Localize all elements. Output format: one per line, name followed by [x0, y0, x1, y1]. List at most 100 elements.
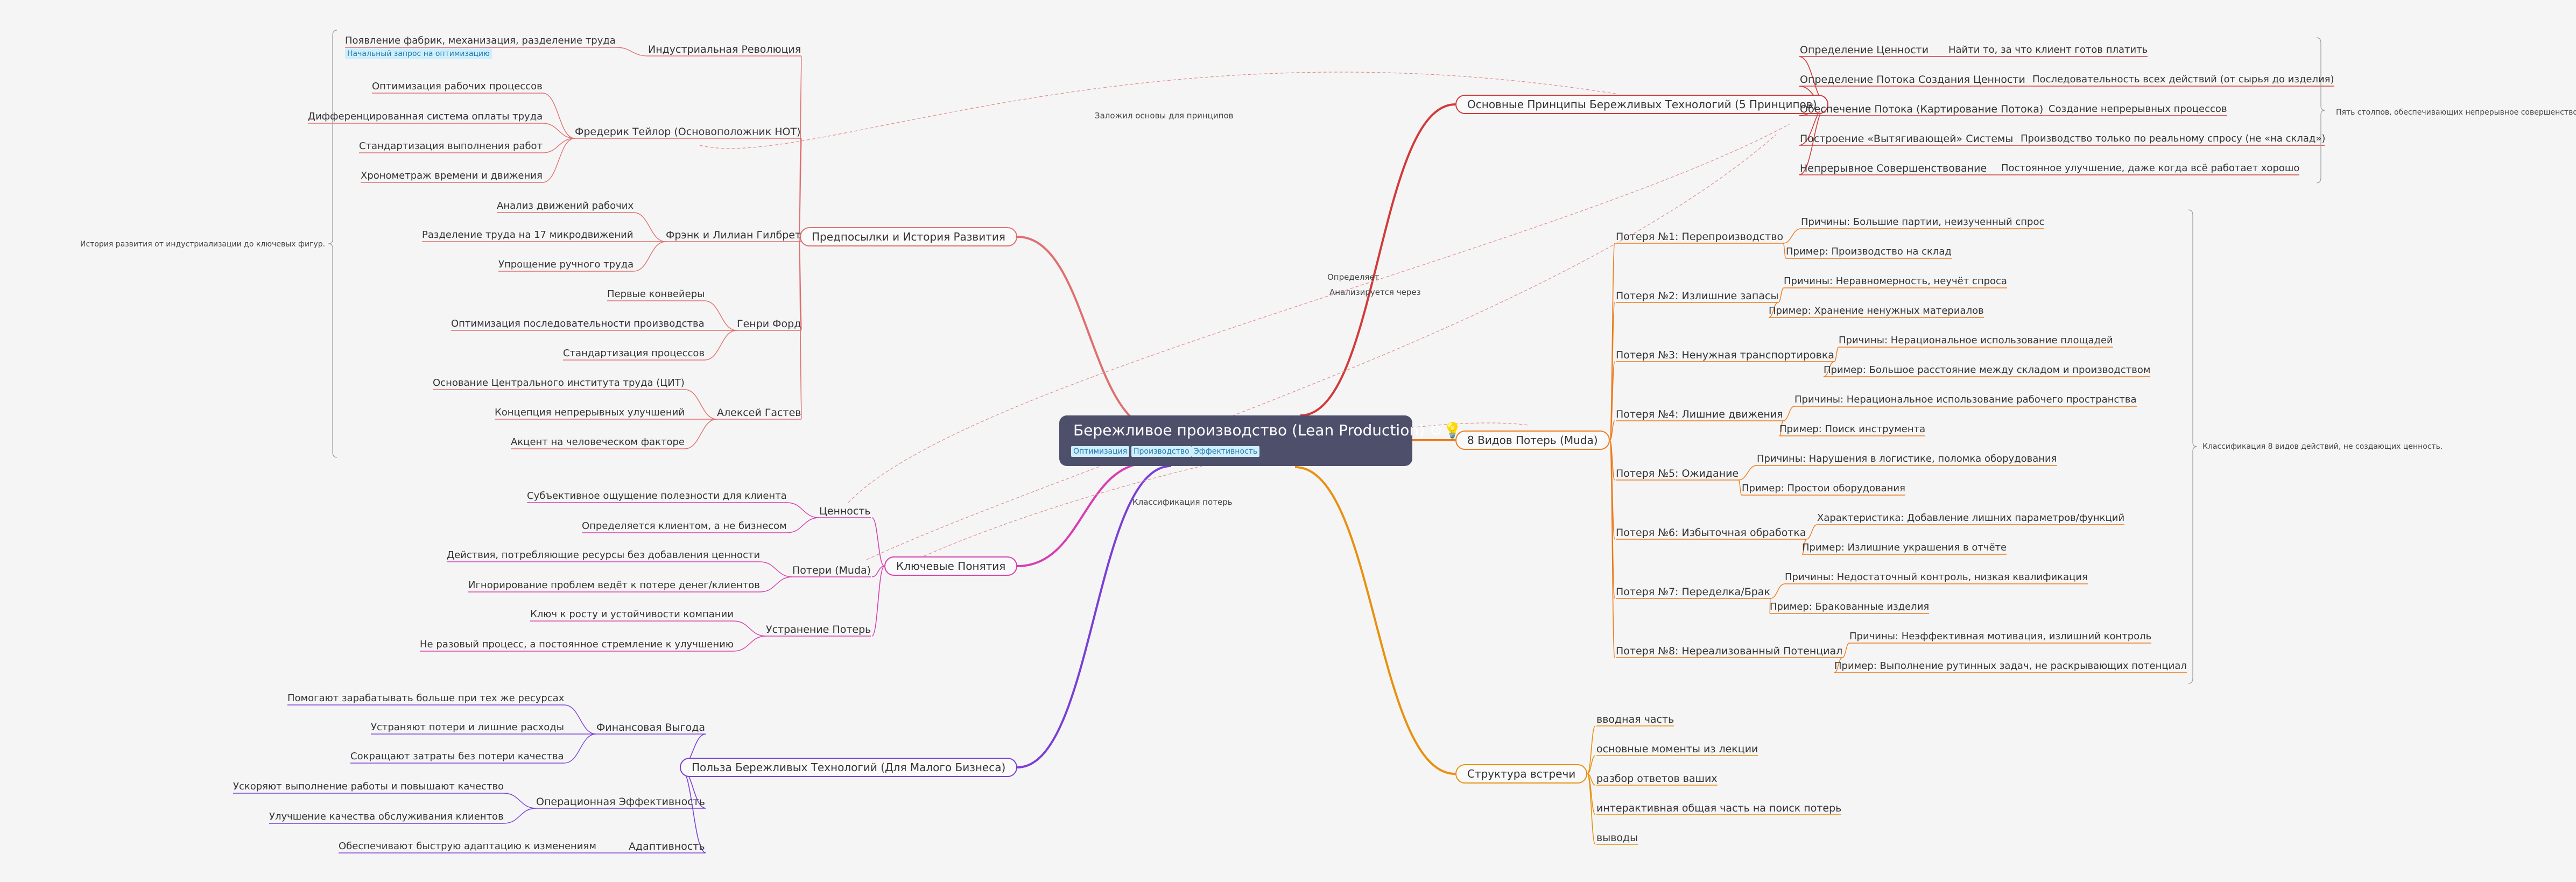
history-topic-1[interactable]: Фредерик Тейлор (Основоположник НОТ): [575, 126, 801, 138]
central-topic-title: Бережливое производство (Lean Production…: [1073, 421, 1462, 439]
history-topic-4[interactable]: Алексей Гастев: [717, 407, 801, 419]
concept-leaf-2-1[interactable]: Не разовый процесс, а постоянное стремле…: [420, 639, 734, 650]
muda-topic-1[interactable]: Потеря №2: Излишние запасы: [1616, 290, 1779, 302]
concept-topic-1[interactable]: Потери (Muda): [792, 565, 871, 576]
muda-topic-5[interactable]: Потеря №6: Избыточная обработка: [1616, 527, 1806, 539]
benefit-leaf-0-2[interactable]: Сокращают затраты без потери качества: [350, 751, 564, 762]
history-topic-2[interactable]: Фрэнк и Лилиан Гилбрет: [666, 229, 801, 241]
muda-leaf-0-0[interactable]: Причины: Большие партии, неизученный спр…: [1801, 216, 2045, 228]
history-leaf-3-2[interactable]: Стандартизация процессов: [563, 348, 705, 359]
muda-leaf-2-1[interactable]: Пример: Большое расстояние между складом…: [1824, 364, 2151, 376]
benefit-topic-2[interactable]: Адаптивность: [629, 841, 705, 852]
muda-leaf-5-1[interactable]: Пример: Излишние украшения в отчёте: [1802, 542, 2007, 553]
muda-topic-7[interactable]: Потеря №8: Нереализованный Потенциал: [1616, 645, 1843, 657]
muda-leaf-7-0[interactable]: Причины: Неэффективная мотивация, излишн…: [1849, 631, 2152, 642]
muda-leaf-4-1[interactable]: Пример: Простои оборудования: [1742, 483, 1905, 494]
concept-leaf-0-0[interactable]: Субъективное ощущение полезности для кли…: [527, 490, 787, 502]
muda-leaf-6-1[interactable]: Пример: Бракованные изделия: [1770, 601, 1930, 612]
muda-leaf-1-0[interactable]: Причины: Неравномерность, неучёт спроса: [1784, 276, 2007, 287]
muda-leaf-7-1[interactable]: Пример: Выполнение рутинных задач, не ра…: [1834, 660, 2187, 672]
benefit-topic-1[interactable]: Операционная Эффективность: [536, 796, 705, 808]
history-leaf-4-2[interactable]: Акцент на человеческом факторе: [511, 436, 685, 448]
benefit-leaf-1-1[interactable]: Улучшение качества обслуживания клиентов: [269, 811, 504, 822]
edge-meeting-1: [1587, 755, 1596, 774]
edge-muda-7: [1609, 440, 1615, 658]
principle-topic-0[interactable]: Определение Ценности: [1800, 44, 1929, 56]
edge-history-leaf-3-2: [704, 330, 737, 361]
concept-leaf-0-1[interactable]: Определяется клиентом, а не бизнесом: [582, 520, 787, 532]
muda-leaf-2-0[interactable]: Причины: Нерациональное использование пл…: [1839, 335, 2113, 346]
branch-muda[interactable]: 8 Видов Потерь (Muda): [1455, 431, 1610, 450]
history-leaf-1-0[interactable]: Оптимизация рабочих процессов: [372, 81, 543, 92]
concept-topic-0[interactable]: Ценность: [819, 505, 871, 517]
benefit-leaf-0-1[interactable]: Устраняют потери и лишние расходы: [371, 722, 564, 733]
branch-concepts[interactable]: Ключевые Понятия: [884, 556, 1018, 576]
muda-leaf-3-0[interactable]: Причины: Нерациональное использование ра…: [1794, 394, 2137, 405]
edge-meeting-4: [1587, 773, 1596, 845]
history-leaf-1-2[interactable]: Стандартизация выполнения работ: [359, 140, 543, 152]
history-leaf-2-1[interactable]: Разделение труда на 17 микродвижений: [422, 229, 634, 241]
concept-leaf-1-0[interactable]: Действия, потребляющие ресурсы без добав…: [447, 549, 761, 561]
muda-leaf-0-1[interactable]: Пример: Производство на склад: [1786, 246, 1952, 257]
gear-icon: ⚙: [1429, 421, 1444, 439]
edge-muda-leaf-2-0: [1834, 347, 1839, 362]
benefit-topic-0[interactable]: Финансовая Выгода: [596, 722, 705, 733]
history-leaf-4-1[interactable]: Концепция непрерывных улучшений: [495, 407, 685, 418]
concept-leaf-2-0[interactable]: Ключ к росту и устойчивости компании: [530, 609, 734, 620]
muda-leaf-1-1[interactable]: Пример: Хранение ненужных материалов: [1769, 305, 1984, 316]
muda-leaf-6-0[interactable]: Причины: Недостаточный контроль, низкая …: [1785, 571, 2088, 583]
history-leaf-2-0[interactable]: Анализ движений рабочих: [497, 200, 634, 211]
branch-principles[interactable]: Основные Принципы Бережливых Технологий …: [1455, 95, 1829, 114]
history-leaf-1-1[interactable]: Дифференцированная система оплаты труда: [308, 111, 543, 122]
history-leaf-0-0[interactable]: Появление фабрик, механизация, разделени…: [345, 35, 616, 46]
principle-topic-4[interactable]: Непрерывное Совершенствование: [1800, 163, 1987, 174]
history-leaf-2-2[interactable]: Упрощение ручного труда: [498, 259, 634, 270]
benefit-leaf-2-0[interactable]: Обеспечивают быструю адаптацию к изменен…: [339, 841, 596, 852]
principle-leaf-2-0[interactable]: Создание непрерывных процессов: [2049, 103, 2227, 115]
concept-leaf-1-1[interactable]: Игнорирование проблем ведёт к потере ден…: [468, 580, 760, 591]
history-leaf-4-0[interactable]: Основание Центрального института труда (…: [433, 377, 685, 389]
central-topic[interactable]: Бережливое производство (Lean Production…: [1059, 415, 1462, 466]
muda-topic-3[interactable]: Потеря №4: Лишние движения: [1616, 408, 1783, 420]
benefit-leaf-1-0[interactable]: Ускоряют выполнение работы и повышают ка…: [233, 781, 504, 792]
branch-history[interactable]: Предпосылки и История Развития: [800, 227, 1017, 246]
muda-topic-0[interactable]: Потеря №1: Перепроизводство: [1616, 231, 1784, 243]
muda-topic-2[interactable]: Потеря №3: Ненужная транспортировка: [1616, 349, 1834, 361]
meeting-item-3[interactable]: интерактивная общая часть на поиск потер…: [1596, 802, 1842, 814]
tag-production: Производство: [1131, 446, 1192, 457]
relationship-label-3: Классификация потерь: [1132, 497, 1233, 507]
muda-leaf-3-1[interactable]: Пример: Поиск инструмента: [1779, 424, 1926, 435]
edge-benefits-leaf-0-2: [564, 733, 597, 764]
edge-history-leaf-1-1: [542, 123, 575, 139]
principle-topic-1[interactable]: Определение Потока Создания Ценности: [1800, 74, 2025, 86]
principle-leaf-1-0[interactable]: Последовательность всех действий (от сыр…: [2032, 74, 2334, 85]
muda-leaf-4-0[interactable]: Причины: Нарушения в логистике, поломка …: [1757, 453, 2057, 464]
principle-leaf-0-0[interactable]: Найти то, за что клиент готов платить: [1948, 44, 2148, 55]
history-leaf-3-0[interactable]: Первые конвейеры: [607, 288, 705, 300]
edge-muda-leaf-4-0: [1738, 465, 1757, 481]
edge-muda-leaf-4-1: [1738, 479, 1742, 496]
principle-leaf-3-0[interactable]: Производство только по реальному спросу …: [2021, 133, 2326, 144]
muda-topic-4[interactable]: Потеря №5: Ожидание: [1616, 468, 1739, 479]
muda-leaf-5-0[interactable]: Характеристика: Добавление лишних параме…: [1817, 512, 2125, 524]
history-leaf-3-1[interactable]: Оптимизация последовательности производс…: [451, 318, 705, 329]
principles-summary-brace: [2316, 37, 2326, 184]
history-topic-3[interactable]: Генри Форд: [737, 318, 801, 330]
principle-leaf-4-0[interactable]: Постоянное улучшение, даже когда всё раб…: [2001, 163, 2300, 174]
meeting-item-1[interactable]: основные моменты из лекции: [1596, 743, 1758, 755]
branch-benefits[interactable]: Польза Бережливых Технологий (Для Малого…: [680, 758, 1018, 777]
meeting-item-4[interactable]: выводы: [1596, 832, 1638, 844]
edge-concepts-leaf-0-0: [786, 502, 820, 518]
principle-topic-3[interactable]: Построение «Вытягивающей» Системы: [1800, 133, 2014, 145]
meeting-item-0[interactable]: вводная часть: [1596, 714, 1674, 725]
principle-topic-2[interactable]: Обеспечение Потока (Картирование Потока): [1800, 103, 2044, 115]
edge-muda-leaf-7-0: [1842, 643, 1850, 658]
benefit-leaf-0-0[interactable]: Помогают зарабатывать больше при тех же …: [287, 693, 565, 704]
branch-meeting[interactable]: Структура встречи: [1455, 764, 1588, 784]
meeting-item-2[interactable]: разбор ответов ваших: [1596, 773, 1718, 785]
edge-benefits-leaf-1-0: [503, 793, 537, 809]
concept-topic-2[interactable]: Устранение Потерь: [766, 624, 871, 636]
history-leaf-1-3[interactable]: Хронометраж времени и движения: [361, 170, 543, 181]
muda-topic-6[interactable]: Потеря №7: Переделка/Брак: [1616, 586, 1770, 598]
history-topic-0[interactable]: Индустриальная Революция: [648, 44, 801, 55]
